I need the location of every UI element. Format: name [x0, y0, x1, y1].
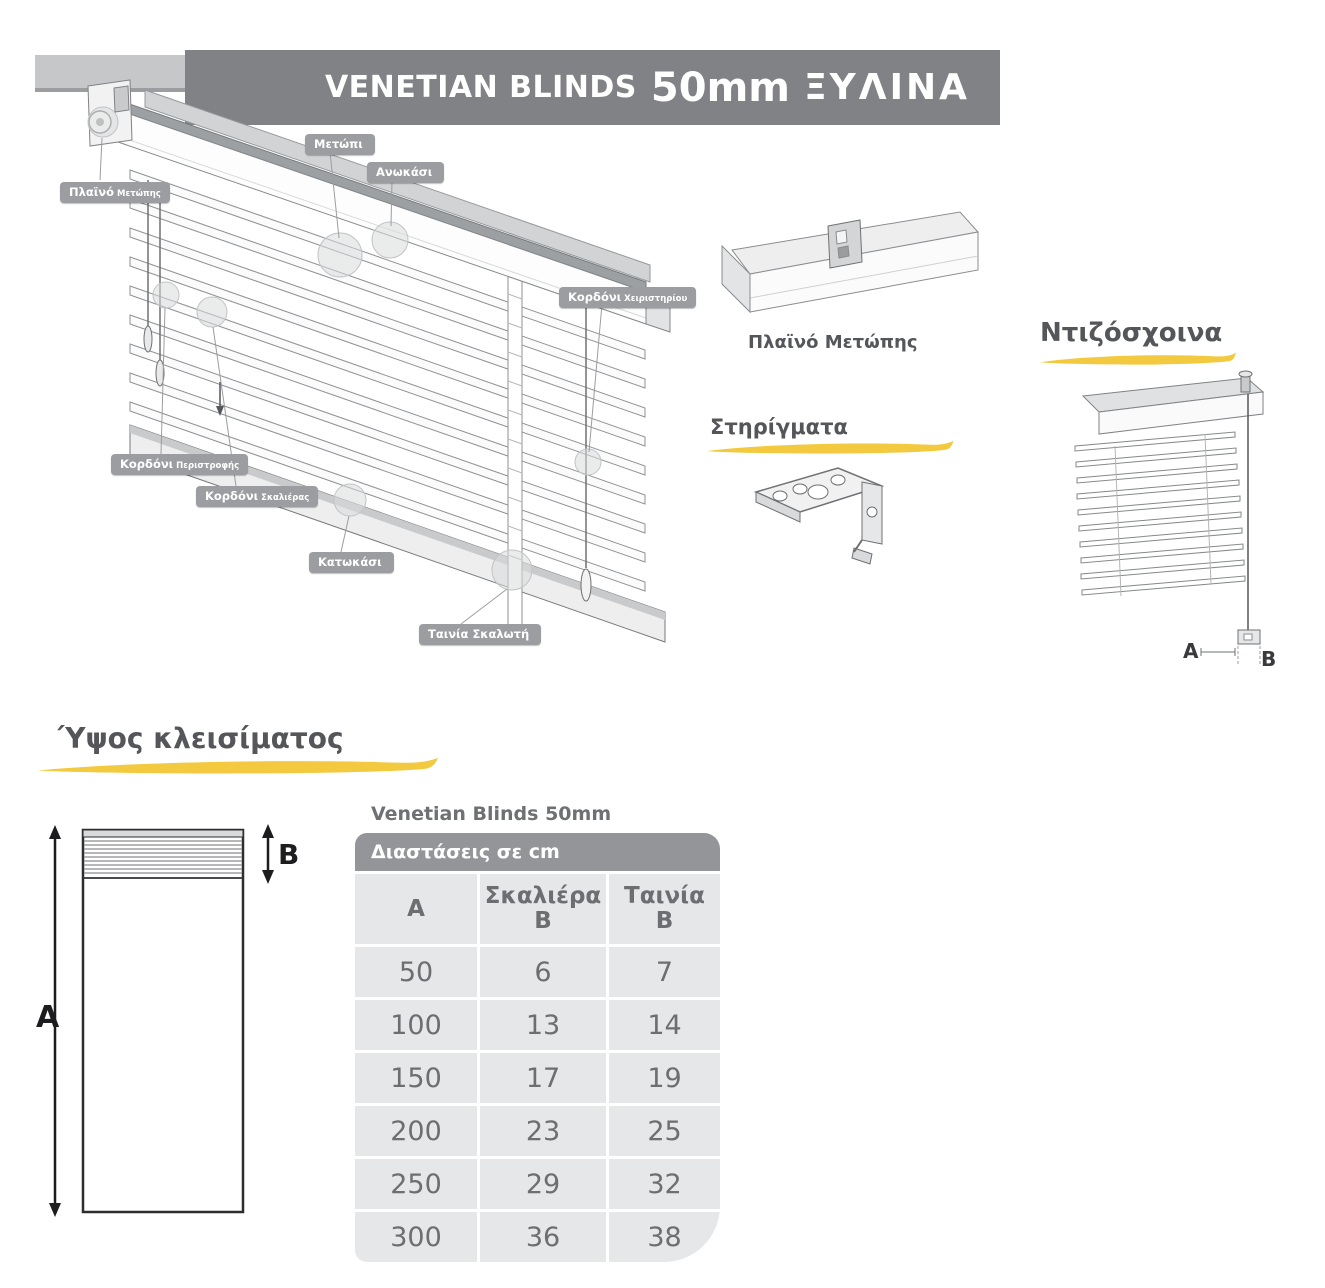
headrail-back	[144, 89, 651, 283]
hinge-bracket	[827, 219, 863, 269]
headrail	[1081, 370, 1265, 435]
closing-height-diagram: A B	[36, 824, 299, 1217]
ladder-string	[1204, 433, 1212, 585]
banner-material: ΞΥΛΙΝΑ	[803, 67, 970, 108]
tension-cord	[1237, 394, 1261, 645]
table-cell: 25	[609, 1106, 720, 1156]
ladder-string	[1114, 445, 1122, 597]
closing-height-heading: Ύψος κλεισίματος	[58, 722, 344, 755]
slat-stack	[82, 829, 244, 879]
table-cell: 7	[609, 947, 720, 997]
underline-swoosh	[706, 440, 954, 454]
table-cell: 200	[355, 1106, 477, 1156]
highlight-circles	[87, 106, 602, 591]
dimension-arrow-b: B	[262, 824, 299, 884]
lift-cord-right	[580, 305, 592, 602]
dimension-a-label: A	[1183, 639, 1199, 663]
column-header-a: A	[355, 874, 477, 944]
table-cell: 32	[609, 1159, 720, 1209]
table-cell: 19	[609, 1053, 720, 1103]
table-header: Διαστάσεις σε cm	[355, 833, 720, 871]
underline-swoosh	[38, 757, 438, 774]
spec-table: Διαστάσεις σε cm A Σκαλιέρα B Ταινία B 5…	[355, 833, 720, 1262]
table-cell: 100	[355, 1000, 477, 1050]
table-cell: 6	[480, 947, 606, 997]
fascia	[117, 99, 671, 333]
part-label-ladder-tape: Ταινία Σκαλωτή	[419, 624, 542, 645]
table-cell: 150	[355, 1053, 477, 1103]
brackets-section-heading: Στηρίγματα	[710, 415, 848, 439]
column-header-tainia-b: Ταινία B	[609, 874, 720, 944]
title-banner: VENETIAN BLINDS 50mm ΞΥΛΙΝΑ	[185, 50, 1000, 125]
fascia-corner-illustration	[721, 211, 979, 314]
dimension-b-label: B	[1261, 647, 1276, 671]
cord-blind-illustration: A B	[1074, 370, 1276, 671]
main-blind-illustration	[87, 79, 671, 643]
table-cell: 300	[355, 1212, 477, 1262]
bracket-illustration	[753, 467, 885, 565]
table-cell: 38	[609, 1212, 720, 1262]
dimension-marks: A B	[1183, 639, 1276, 671]
part-label-fascia: Μετώπι	[305, 134, 375, 155]
underline-swoosh	[1040, 352, 1236, 365]
dimension-b-label: B	[278, 838, 299, 871]
spec-table-section: Venetian Blinds 50mm Διαστάσεις σε cm A …	[355, 803, 720, 1262]
table-cell: 23	[480, 1106, 606, 1156]
table-cell: 17	[480, 1053, 606, 1103]
table-grid: A Σκαλιέρα B Ταινία B 50 6 7 100 13 14 1…	[355, 871, 720, 1262]
table-title: Venetian Blinds 50mm	[371, 803, 612, 825]
dimension-a-label: A	[36, 1000, 60, 1035]
column-header-skaliera-b: Σκαλιέρα B	[480, 874, 606, 944]
part-label-headrail: Ανωκάσι	[367, 162, 445, 183]
corner-detail-caption: Πλαϊνό Μετώπης	[748, 332, 918, 353]
table-cell: 29	[480, 1159, 606, 1209]
banner-title: VENETIAN BLINDS	[324, 70, 637, 105]
cords-section-heading: Ντιζόσχοινα	[1040, 318, 1223, 348]
table-cell: 36	[480, 1212, 606, 1262]
slats	[1074, 431, 1246, 596]
blind-outline	[81, 828, 245, 1214]
tilt-cords-left	[143, 180, 165, 387]
table-cell: 13	[480, 1000, 606, 1050]
table-cell: 14	[609, 1000, 720, 1050]
table-cell: 50	[355, 947, 477, 997]
dimension-arrow-a: A	[36, 825, 61, 1217]
part-label-bottom-rail: Κατωκάσι	[309, 552, 394, 573]
down-arrow-icon	[216, 382, 224, 416]
banner-size: 50mm	[650, 64, 790, 111]
table-cell: 250	[355, 1159, 477, 1209]
